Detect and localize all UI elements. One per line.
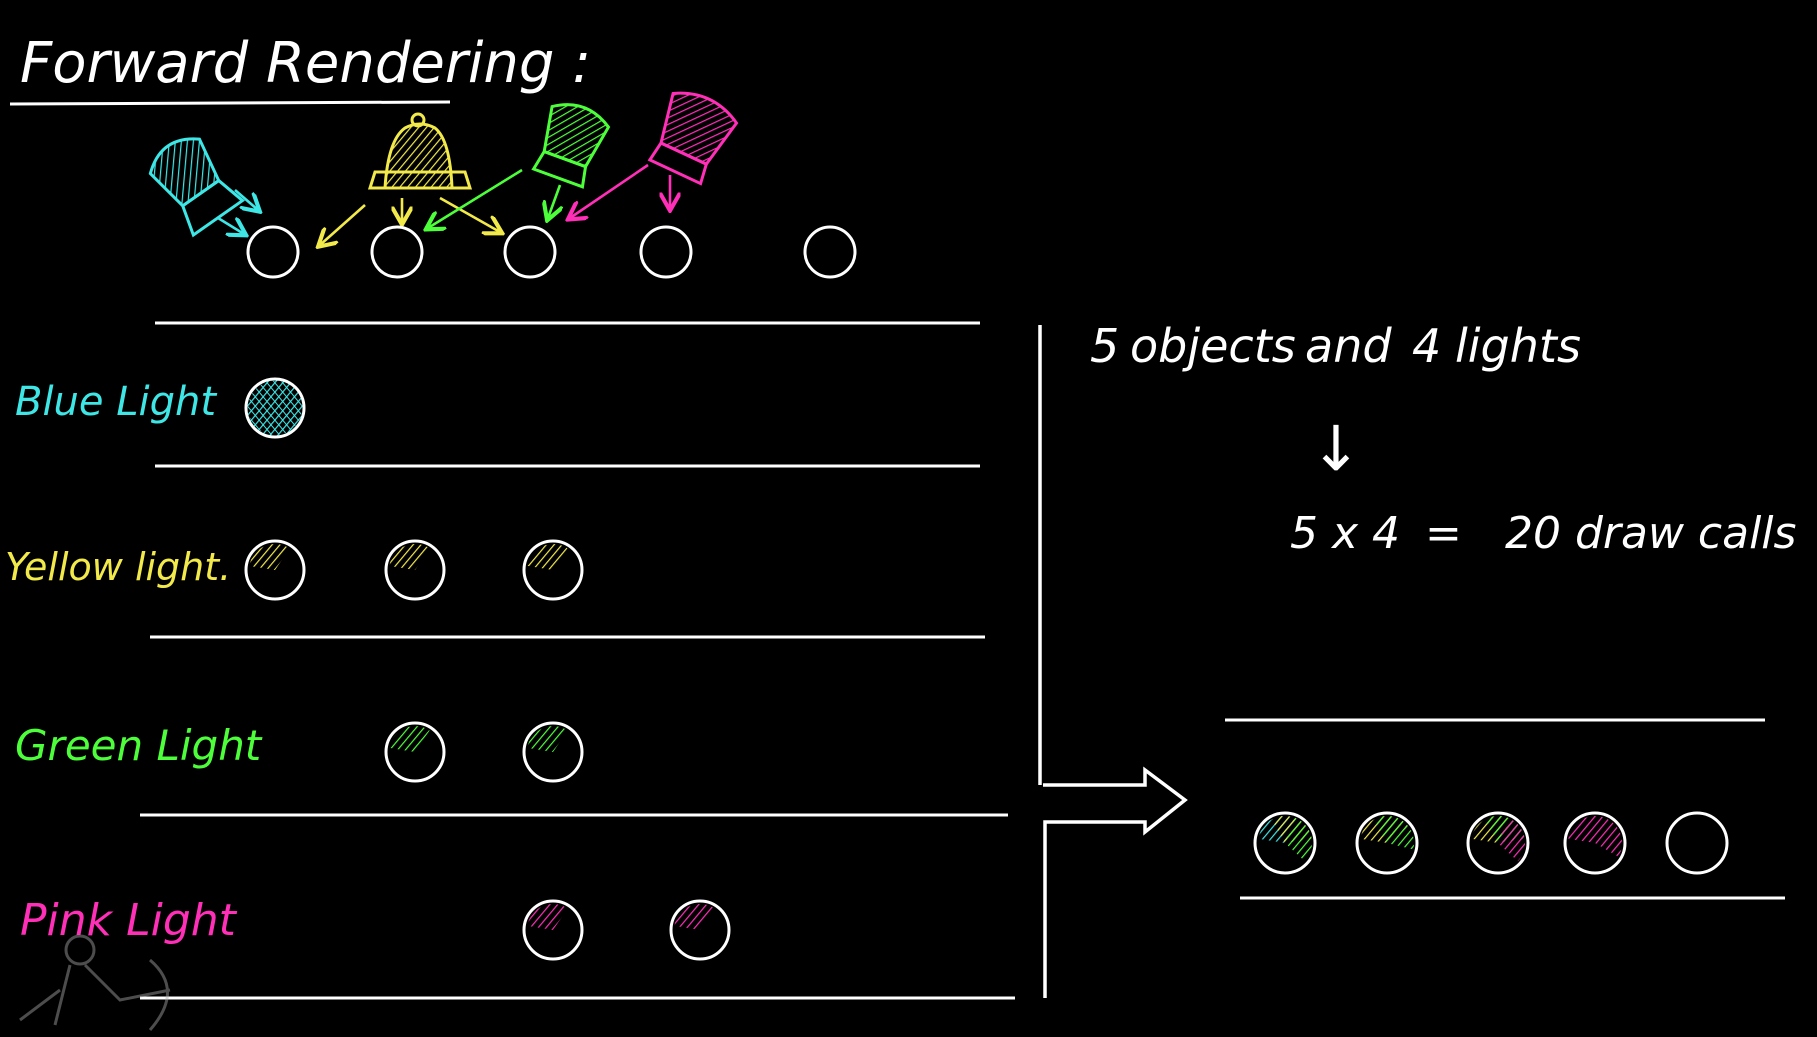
light-hatch bbox=[527, 726, 568, 752]
lights-word: lights bbox=[1455, 319, 1581, 373]
spotlight-icon bbox=[531, 103, 611, 189]
combine-arrow bbox=[1038, 325, 1188, 998]
lit-object bbox=[522, 899, 584, 961]
lit-object-crosshatch bbox=[248, 381, 302, 435]
lit-object bbox=[384, 721, 446, 783]
light-hatch bbox=[249, 544, 290, 570]
light-rays bbox=[217, 163, 670, 245]
result-objects bbox=[1253, 811, 1729, 875]
row-label-yellow-light: Yellow light. bbox=[5, 545, 231, 589]
light-hatch bbox=[389, 726, 430, 752]
light-hatch bbox=[527, 904, 568, 930]
scene-object bbox=[370, 225, 424, 279]
equation-equals: = bbox=[1425, 508, 1462, 559]
down-arrow-icon: ↓ bbox=[1310, 412, 1362, 485]
spotlight-icon bbox=[367, 112, 473, 190]
light-hatch bbox=[1498, 817, 1525, 862]
title-underline bbox=[9, 100, 451, 106]
summary-text: 5 objects and 4 lights ↓ 5 x 4 = 20 draw… bbox=[1090, 319, 1796, 559]
equation-lhs: 5 x 4 bbox=[1290, 508, 1400, 559]
row-label-pink-light: Pink Light bbox=[20, 895, 238, 946]
lit-object bbox=[384, 539, 446, 601]
objects-count: 5 bbox=[1090, 319, 1119, 373]
light-hatch bbox=[389, 544, 430, 570]
objects-word: objects bbox=[1130, 319, 1296, 373]
page-title: Forward Rendering : bbox=[20, 31, 591, 96]
lights-count: 4 bbox=[1412, 319, 1441, 373]
spotlight-icon bbox=[148, 137, 245, 238]
lit-object bbox=[669, 899, 731, 961]
equation-rhs: 20 draw calls bbox=[1505, 508, 1796, 559]
row-label-green-light: Green Light bbox=[15, 721, 263, 770]
light-hatch bbox=[527, 544, 568, 570]
scene-object bbox=[503, 225, 557, 279]
and-word: and bbox=[1305, 319, 1392, 373]
lit-object bbox=[522, 539, 584, 601]
watermark-logo bbox=[19, 934, 171, 1031]
scene-object bbox=[246, 225, 300, 279]
row-dividers bbox=[140, 321, 1015, 1000]
result-object bbox=[1355, 811, 1419, 875]
lit-object bbox=[244, 539, 306, 601]
light-hatch bbox=[674, 904, 715, 930]
light-hatch bbox=[1568, 816, 1622, 857]
result-object bbox=[1563, 811, 1627, 875]
result-panel-lines bbox=[1225, 718, 1785, 900]
result-object bbox=[1466, 811, 1530, 875]
row-label-blue-light: Blue Light bbox=[15, 379, 217, 425]
scene-objects bbox=[246, 225, 857, 279]
spotlight-icon bbox=[647, 91, 739, 186]
row-objects bbox=[244, 377, 731, 961]
lit-object bbox=[522, 721, 584, 783]
result-object bbox=[1665, 811, 1729, 875]
scene-object bbox=[803, 225, 857, 279]
result-object bbox=[1253, 811, 1317, 875]
scene-object bbox=[639, 225, 693, 279]
light-hatch bbox=[1373, 816, 1414, 850]
light-hatch bbox=[1285, 817, 1312, 862]
